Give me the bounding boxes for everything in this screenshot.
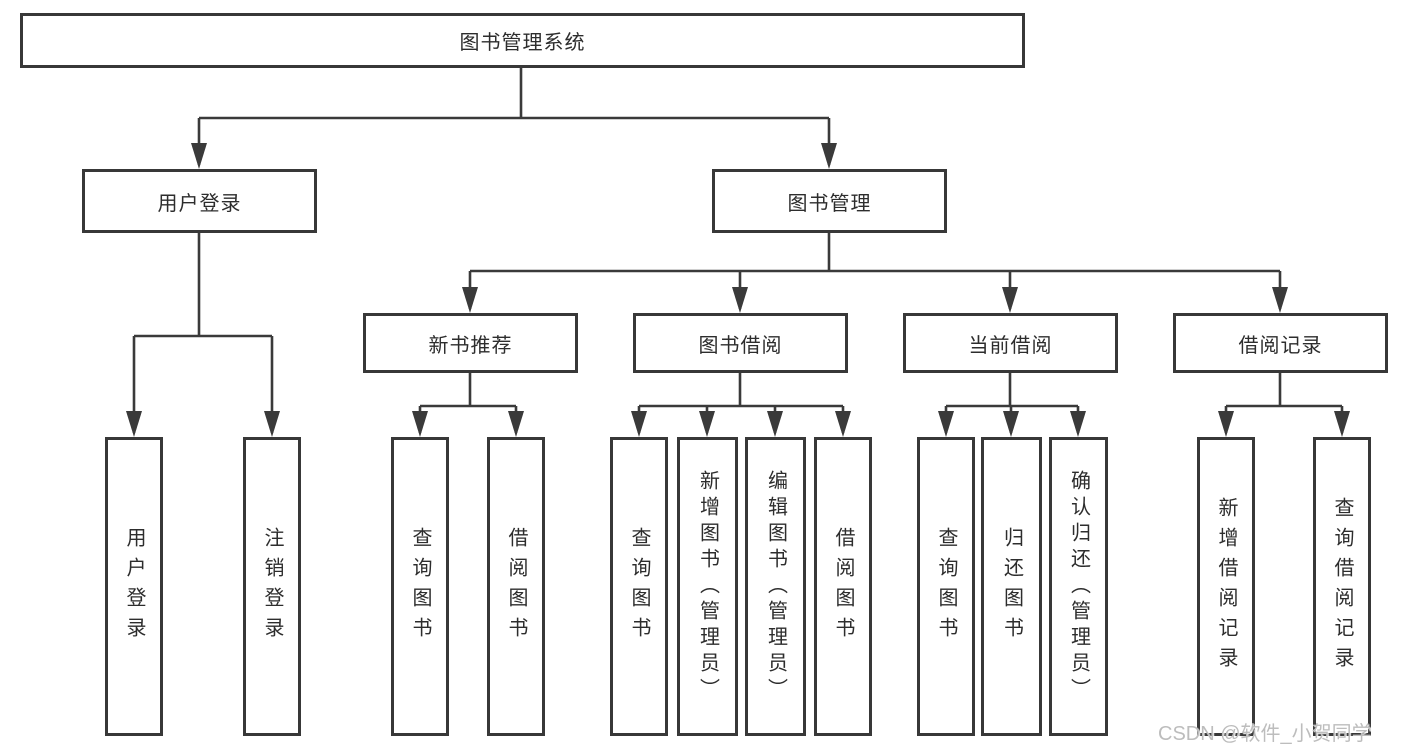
node-new-book-recommend: 新书推荐 (363, 313, 578, 373)
leaf-records-add-borrow-record: 新增借阅记录 (1197, 437, 1255, 736)
leaf-user-login: 用户登录 (105, 437, 163, 736)
node-book-borrow: 图书借阅 (633, 313, 848, 373)
leaf-current-confirm-return-admin: 确认归还（管理员） (1049, 437, 1108, 736)
leaf-recommend-query-books: 查询图书 (391, 437, 449, 736)
leaf-records-query-borrow-record: 查询借阅记录 (1313, 437, 1371, 736)
node-current-borrow: 当前借阅 (903, 313, 1118, 373)
node-library-management-system: 图书管理系统 (20, 13, 1025, 68)
leaf-borrow-edit-books-admin: 编辑图书（管理员） (745, 437, 806, 736)
csdn-watermark: CSDN @软件_小贺同学 (1158, 723, 1372, 745)
leaf-user-logout: 注销登录 (243, 437, 301, 736)
leaf-current-return-books: 归还图书 (981, 437, 1042, 736)
leaf-borrow-add-books-admin: 新增图书（管理员） (677, 437, 738, 736)
node-user-login: 用户登录 (82, 169, 317, 233)
node-book-management: 图书管理 (712, 169, 947, 233)
leaf-current-query-books: 查询图书 (917, 437, 975, 736)
node-borrow-records: 借阅记录 (1173, 313, 1388, 373)
leaf-recommend-borrow-books: 借阅图书 (487, 437, 545, 736)
leaf-borrow-query-books: 查询图书 (610, 437, 668, 736)
connector-paths (126, 68, 1350, 437)
leaf-borrow-borrow-books: 借阅图书 (814, 437, 872, 736)
